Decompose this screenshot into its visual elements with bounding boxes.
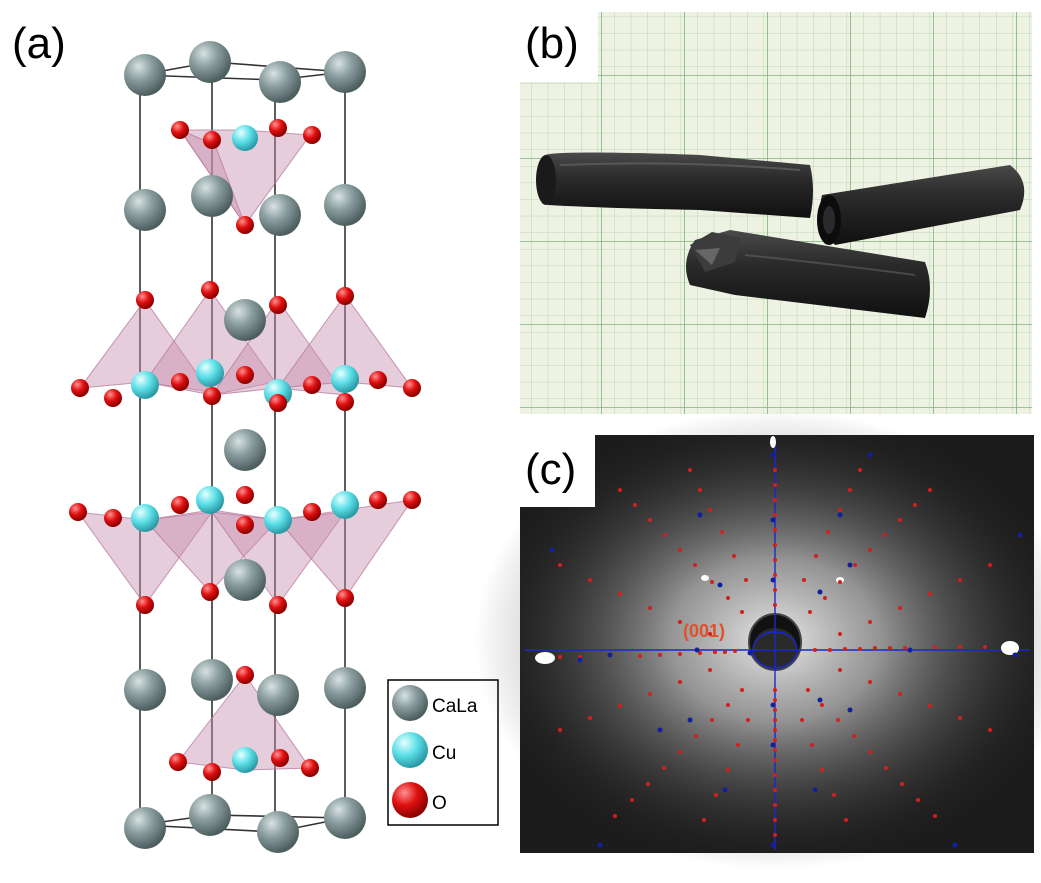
crystal-structure — [69, 41, 421, 853]
laue-pattern: (001) — [475, 410, 1041, 870]
o-atoms — [69, 119, 421, 781]
reflection-label-001: (001) — [683, 621, 725, 641]
legend: CaLa Cu O — [387, 679, 499, 826]
crystal-rod-1 — [536, 152, 813, 218]
beam-stop — [525, 438, 1030, 850]
legend-label-cala: CaLa — [432, 696, 478, 717]
legend-label-cu: Cu — [432, 743, 456, 764]
panel-label-c: (c) — [525, 445, 577, 494]
legend-swatch-o — [392, 782, 428, 818]
cala-atoms — [124, 41, 366, 853]
bright-reflections — [535, 436, 1019, 664]
legend-swatch-cu — [392, 732, 428, 768]
panel-label-a: (a) — [12, 19, 66, 68]
sample-photo — [520, 12, 1032, 414]
cu-atoms — [131, 125, 359, 773]
simulated-spots — [549, 452, 1023, 848]
legend-swatch-cala — [392, 685, 428, 721]
panel-label-b: (b) — [525, 19, 579, 68]
legend-label-o: O — [432, 793, 447, 814]
crystal-rod-2 — [817, 165, 1025, 245]
crystal-rod-3 — [686, 230, 930, 318]
